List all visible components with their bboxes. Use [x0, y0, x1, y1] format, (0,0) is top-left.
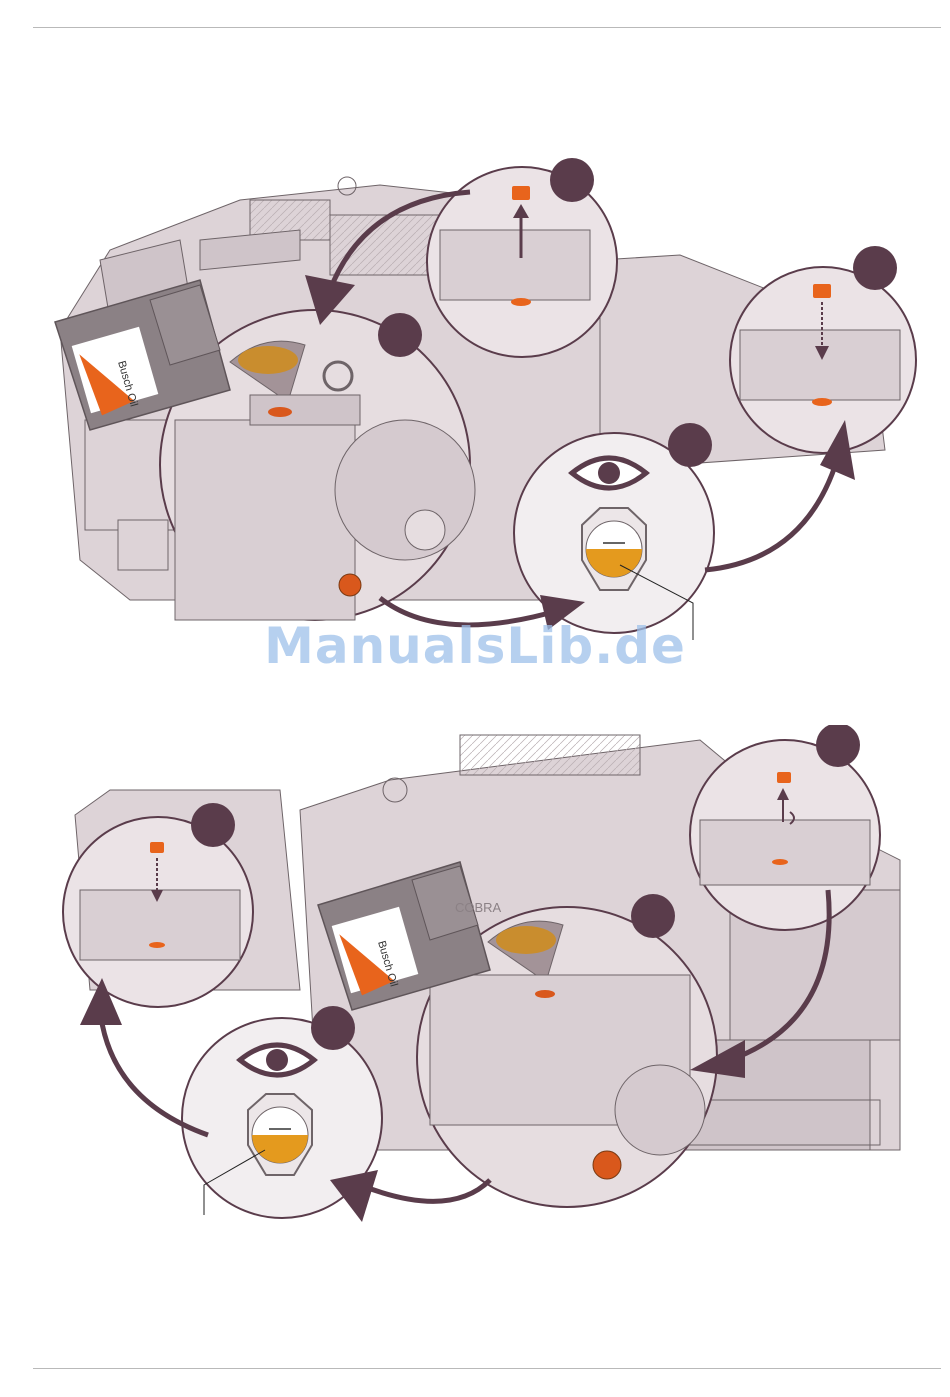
step-marker-3 — [311, 1006, 355, 1050]
svg-text:COBRA: COBRA — [455, 900, 502, 915]
fill-plug-icon — [813, 284, 831, 298]
eye-icon — [240, 1045, 314, 1075]
fill-port-icon — [268, 407, 292, 417]
footer-rule — [33, 1368, 941, 1369]
oil-sight-glass-icon — [339, 574, 361, 596]
step-marker-2 — [631, 894, 675, 938]
zoom-remove-plug — [427, 158, 617, 357]
header-rule — [33, 27, 941, 28]
fill-plug-icon — [512, 186, 530, 200]
eye-icon — [572, 458, 646, 488]
fill-plug-icon — [150, 842, 164, 853]
step-marker-4 — [853, 246, 897, 290]
oil-fill-figure-2: Busch Oil COBRA — [0, 725, 950, 1225]
oil-fill-figure-1: Busch Oil — [0, 150, 950, 650]
step-marker-3 — [668, 423, 712, 467]
step-marker-4 — [191, 803, 235, 847]
step-marker-1 — [816, 725, 860, 767]
step-marker-2 — [378, 313, 422, 357]
zoom-refit-plug — [730, 246, 916, 453]
oil-sight-glass-icon — [593, 1151, 621, 1179]
step-marker-1 — [550, 158, 594, 202]
fill-plug-icon — [777, 772, 791, 783]
